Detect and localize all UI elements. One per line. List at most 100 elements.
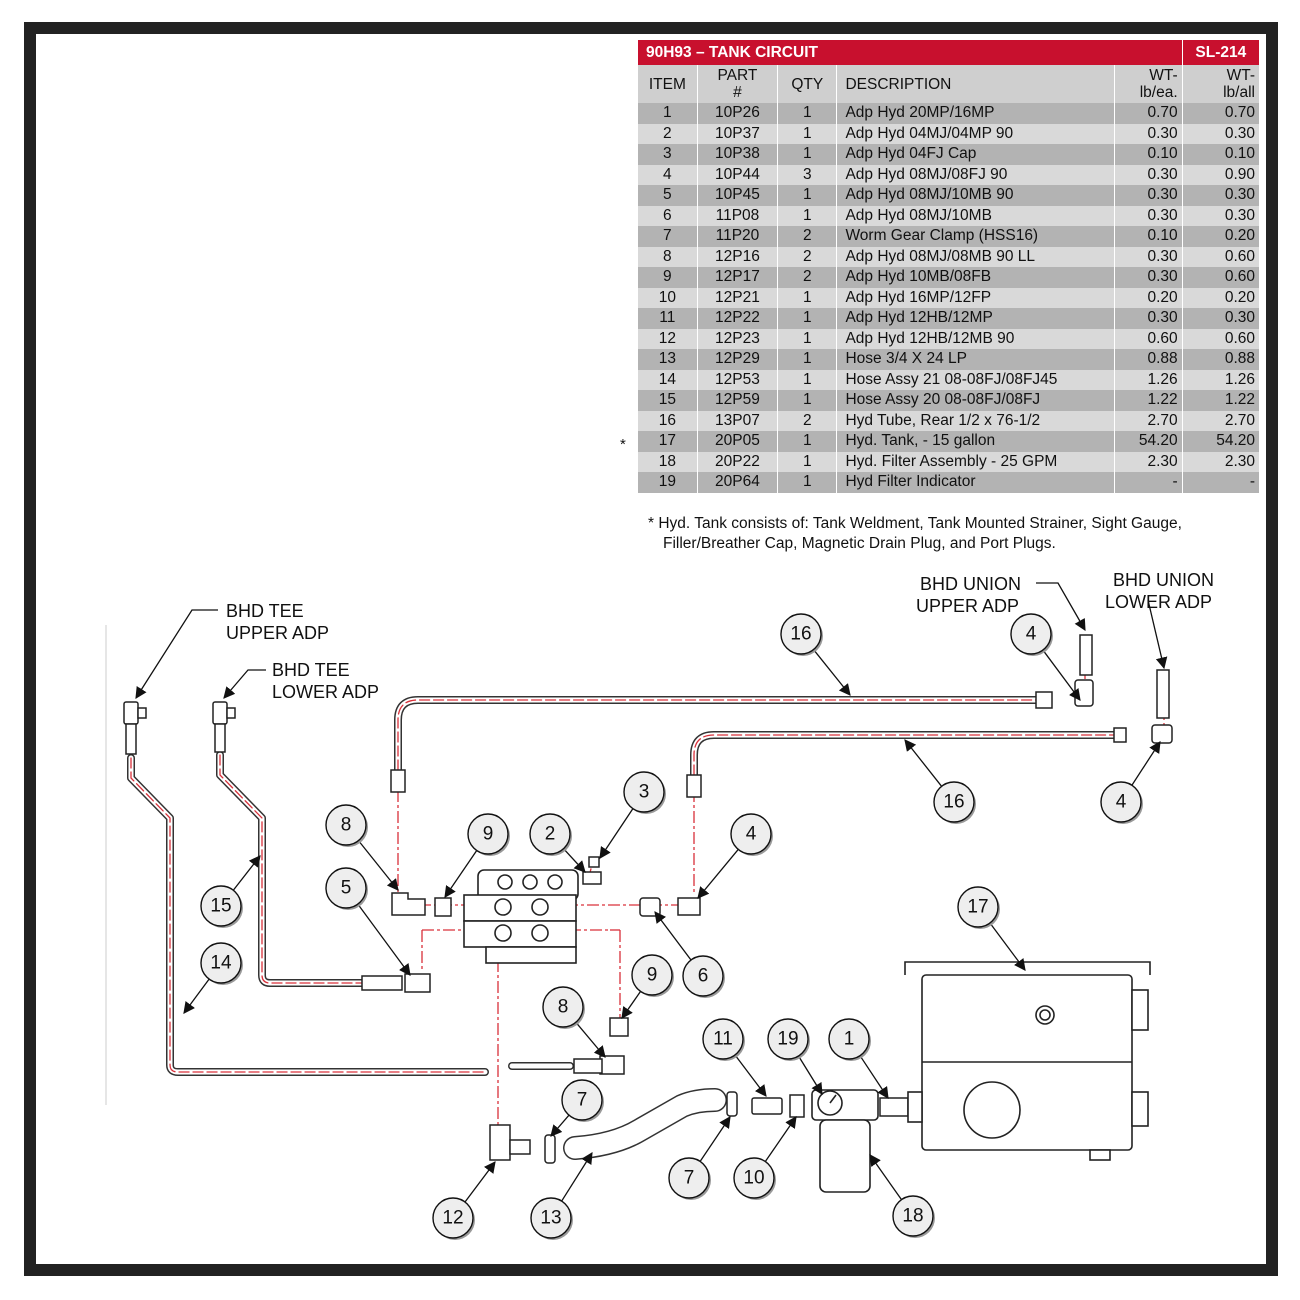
cell-item: 13: [638, 349, 698, 370]
cell-item: 6: [638, 205, 698, 226]
col-qty: QTY: [777, 65, 838, 103]
callout-leader: [561, 1152, 593, 1202]
cell-wt_all: 54.20: [1182, 431, 1261, 452]
cell-part: 12P59: [697, 390, 779, 411]
cell-part: 10P45: [697, 185, 779, 206]
cell-wt_all: 0.70: [1182, 103, 1261, 124]
cell-qty: 1: [777, 472, 838, 493]
callout-circle: [828, 1018, 870, 1060]
col-part: PART#: [697, 65, 779, 103]
cell-desc: Adp Hyd 10MB/08FB: [836, 267, 1116, 288]
callout-circle: [623, 771, 665, 813]
callout-circle: [200, 885, 242, 927]
callout-7: 7: [668, 1116, 731, 1200]
cell-part: 11P20: [697, 226, 779, 247]
cell-wt_all: 0.60: [1182, 246, 1261, 267]
callout-number: 4: [1116, 792, 1127, 813]
table-title-row: 90H93 – TANK CIRCUIT SL-214: [638, 40, 1261, 65]
cell-wt_all: 2.70: [1182, 410, 1261, 431]
cell-desc: Adp Hyd 12HB/12MB 90: [836, 328, 1116, 349]
cell-qty: 1: [777, 185, 838, 206]
cell-item: 1: [638, 103, 698, 124]
cell-wt_ea: 0.10: [1114, 226, 1183, 247]
cell-desc: Adp Hyd 08MJ/08MB 90 LL: [836, 246, 1116, 267]
callout-circle: [767, 1018, 809, 1060]
cell-wt_all: 1.26: [1182, 369, 1261, 390]
cell-qty: 1: [777, 390, 838, 411]
callout-circle: [200, 942, 242, 984]
callout-15: 15: [200, 855, 261, 928]
callout-circle: [325, 867, 367, 909]
callout-3: 3: [599, 771, 666, 859]
asterisk-marker: *: [620, 436, 626, 453]
callout-leader: [621, 991, 642, 1019]
tank-note: * Hyd. Tank consists of: Tank Weldment, …: [648, 514, 1248, 554]
cell-qty: 1: [777, 369, 838, 390]
callout-leader: [444, 850, 478, 898]
cell-qty: 1: [777, 123, 838, 144]
cell-wt_ea: 0.30: [1114, 164, 1183, 185]
callout-circle: [668, 1157, 710, 1199]
cell-item: 12: [638, 328, 698, 349]
callout-leader: [357, 903, 411, 976]
callout-4: 4: [1010, 613, 1081, 701]
callout-leader: [859, 1055, 889, 1099]
cell-item: 17: [638, 431, 698, 452]
cell-wt_ea: 0.20: [1114, 287, 1183, 308]
callout-circle: [733, 1157, 775, 1199]
callout-leader: [797, 1055, 823, 1095]
label-bhd-union-lower-1: BHD UNION: [1113, 570, 1214, 590]
cell-desc: Hyd. Tank, - 15 gallon: [836, 431, 1116, 452]
cell-part: 10P37: [697, 123, 779, 144]
cell-part: 12P53: [697, 369, 779, 390]
table-code: SL-214: [1182, 40, 1261, 65]
callout-8: 8: [325, 804, 399, 891]
label-bhd-union-upper-1: BHD UNION: [920, 574, 1021, 594]
callout-19: 19: [767, 1018, 823, 1095]
callout-number: 12: [442, 1208, 463, 1229]
cell-item: 4: [638, 164, 698, 185]
cell-desc: Adp Hyd 04MJ/04MP 90: [836, 123, 1116, 144]
cell-desc: Adp Hyd 12HB/12MP: [836, 308, 1116, 329]
callout-number: 9: [483, 824, 494, 845]
cell-part: 12P17: [697, 267, 779, 288]
callout-16: 16: [780, 613, 851, 696]
cell-item: 10: [638, 287, 698, 308]
callout-9: 9: [444, 813, 510, 898]
cell-wt_all: 0.90: [1182, 164, 1261, 185]
cell-part: 10P44: [697, 164, 779, 185]
cell-part: 20P05: [697, 431, 779, 452]
table-header-row: ITEM PART# QTY DESCRIPTION WT-lb/ea. WT-…: [638, 65, 1261, 103]
hose-14: [127, 754, 489, 1076]
cell-part: 10P38: [697, 144, 779, 165]
callout-circle: [1100, 781, 1142, 823]
callout-circle: [542, 986, 584, 1028]
cell-qty: 1: [777, 144, 838, 165]
callout-circle: [933, 781, 975, 823]
callout-circle: [682, 955, 724, 997]
callout-1: 1: [828, 1018, 889, 1099]
callout-circle: [561, 1079, 603, 1121]
callout-number: 2: [545, 824, 556, 845]
callout-number: 13: [540, 1208, 561, 1229]
cell-wt_ea: 2.70: [1114, 410, 1183, 431]
cell-wt_all: 2.30: [1182, 451, 1261, 472]
callout-12: 12: [432, 1161, 496, 1240]
callout-10: 10: [733, 1116, 797, 1200]
callout-number: 14: [210, 953, 232, 974]
cell-part: 11P08: [697, 205, 779, 226]
cell-item: 9: [638, 267, 698, 288]
cell-wt_all: 0.30: [1182, 123, 1261, 144]
callout-number: 16: [943, 792, 964, 813]
callout-circle: [325, 804, 367, 846]
cell-item: 8: [638, 246, 698, 267]
callout-number: 11: [713, 1029, 733, 1050]
leader-lines: [135, 582, 1168, 699]
cell-qty: 1: [777, 205, 838, 226]
